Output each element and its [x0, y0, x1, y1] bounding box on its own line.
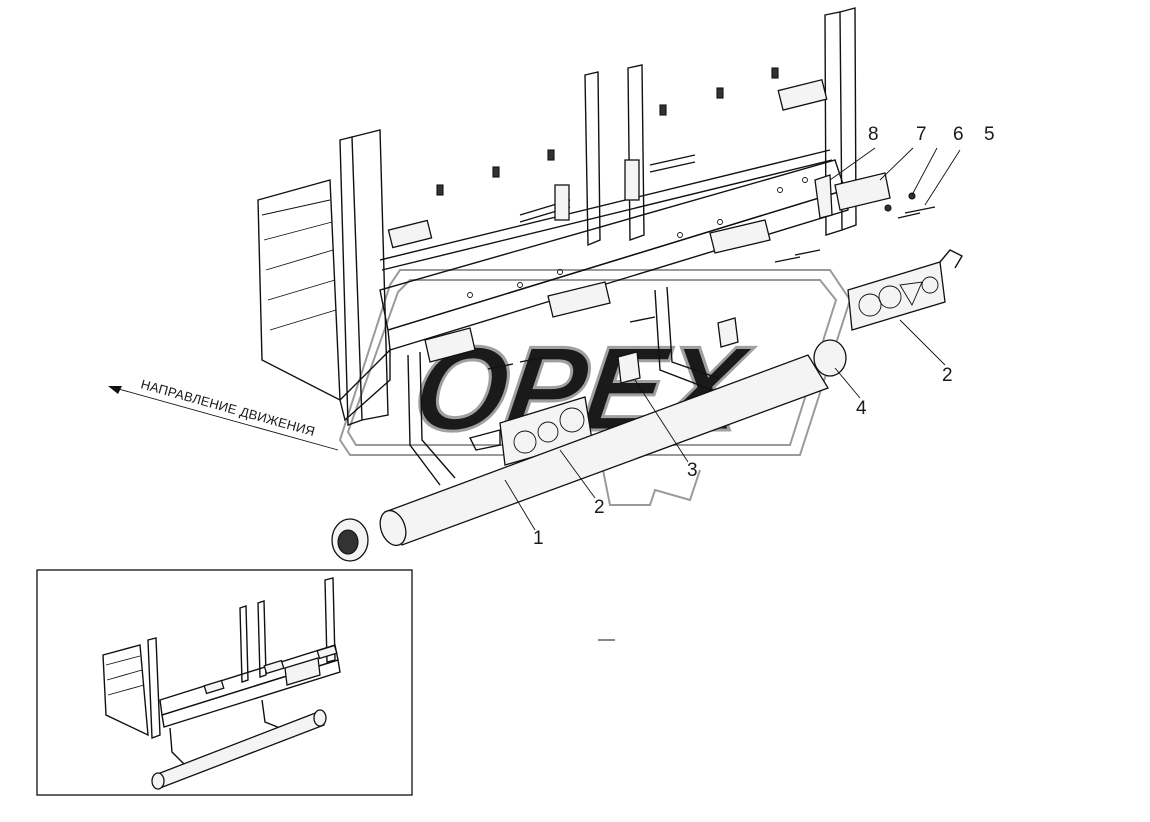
clearance-lamps [617, 317, 739, 384]
callout-1: 1 [533, 528, 544, 549]
callout-4: 4 [856, 398, 867, 419]
callout-5: 5 [984, 124, 995, 145]
bumper-tube [379, 354, 829, 547]
callout-8: 8 [868, 124, 879, 145]
tail-lamp-right [847, 249, 963, 331]
direction-arrow: НАПРАВЛЕНИЕ ДВИЖЕНИЯ [108, 376, 339, 451]
end-caps [331, 339, 847, 562]
inset-overview [36, 569, 413, 796]
callout-2-left: 2 [594, 497, 605, 518]
callout-labels: 1 2 2 3 4 5 6 7 8 [533, 124, 995, 549]
reflector-blocks [424, 172, 891, 363]
bolts-and-washers [487, 192, 936, 370]
callout-7: 7 [916, 124, 927, 145]
callout-2-right: 2 [942, 365, 953, 386]
callout-3: 3 [687, 460, 698, 481]
mounting-bracket [814, 174, 833, 219]
beam-bolts [467, 177, 808, 298]
callout-6: 6 [953, 124, 964, 145]
callout-leaders [504, 147, 961, 531]
direction-label: НАПРАВЛЕНИЕ ДВИЖЕНИЯ [139, 376, 317, 439]
bumper-supports [407, 286, 719, 486]
